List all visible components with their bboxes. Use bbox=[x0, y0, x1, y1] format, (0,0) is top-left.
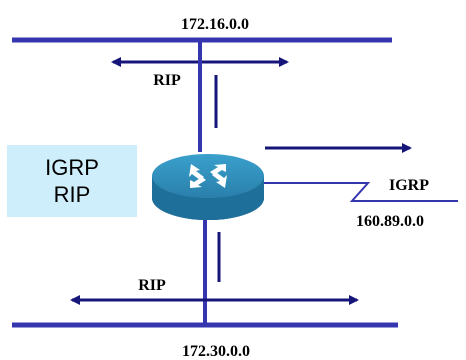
router-protocols-box: IGRP RIP bbox=[7, 145, 137, 217]
serial-link-line bbox=[258, 182, 458, 202]
bottom-rip-label: RIP bbox=[138, 277, 166, 294]
top-rip-label: RIP bbox=[153, 72, 181, 89]
top-network-label: 172.16.0.0 bbox=[181, 16, 249, 33]
protocol-igrp-label: IGRP bbox=[45, 155, 99, 180]
right-network-label: 160.89.0.0 bbox=[356, 213, 424, 230]
protocol-rip-label: RIP bbox=[53, 182, 91, 207]
right-igrp-label: IGRP bbox=[389, 177, 429, 194]
router-icon bbox=[152, 154, 264, 220]
bottom-network-label: 172.30.0.0 bbox=[182, 343, 250, 360]
